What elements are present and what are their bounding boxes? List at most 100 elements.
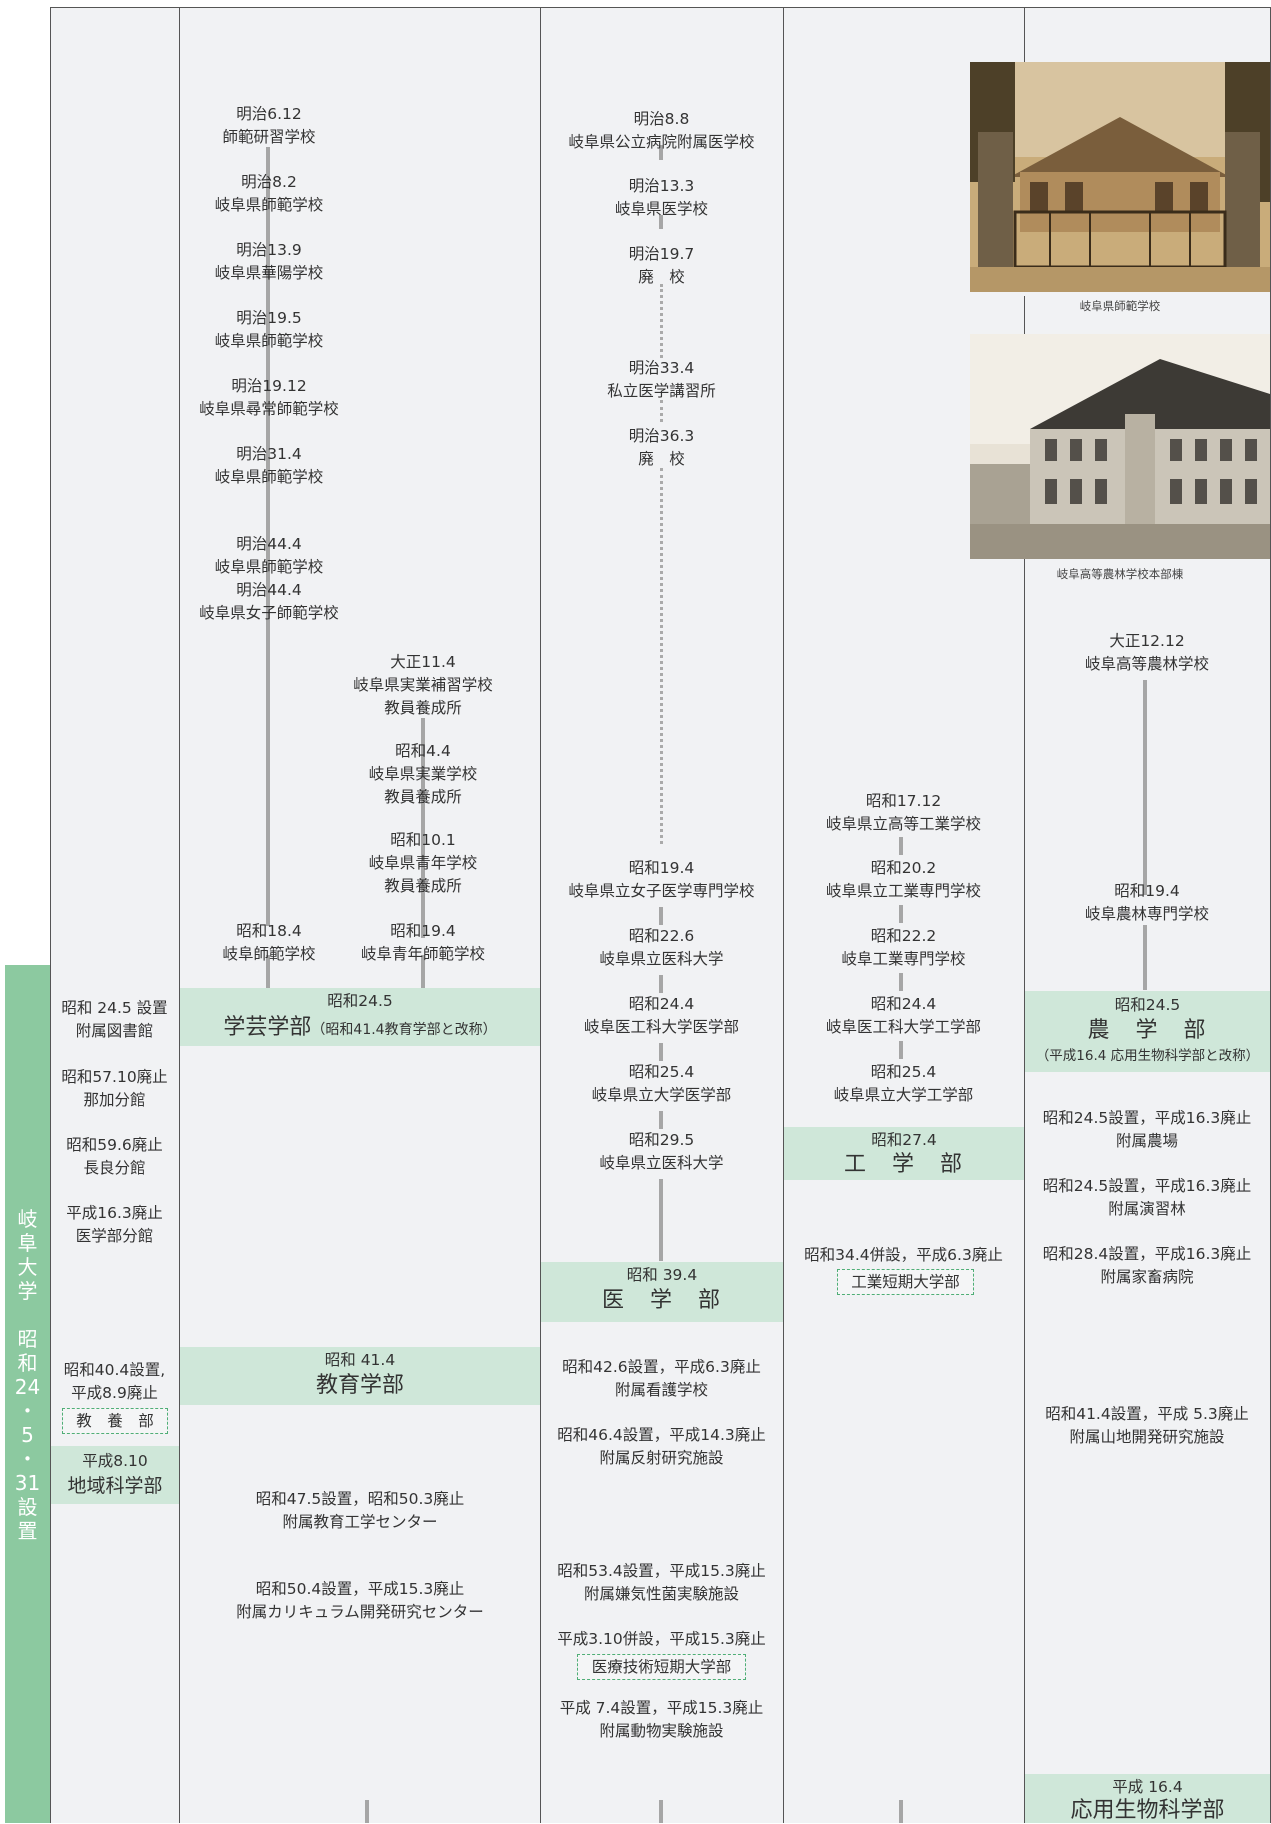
timeline-connector — [421, 955, 425, 990]
timeline-connector — [659, 215, 663, 229]
edu-facility: 昭和50.4設置，平成15.3廃止附属カリキュラム開発研究センター — [236, 1580, 484, 1621]
med-tanki-box: 医療技術短期大学部 — [577, 1654, 746, 1680]
timeline-connector — [1143, 925, 1147, 990]
university-strip-char: 和 — [17, 1351, 38, 1375]
timeline-connector — [899, 1041, 903, 1059]
university-strip-char: 設 — [17, 1495, 38, 1519]
university-strip-char: 阜 — [17, 1231, 38, 1255]
kogaku-band — [784, 1127, 1024, 1180]
library-item: 昭和57.10廃止那加分館 — [61, 1068, 168, 1109]
chiiki-name: 地域科学部 — [67, 1475, 163, 1497]
agr-facility: 昭和24.5設置，平成16.3廃止附属演習林 — [1042, 1177, 1252, 1218]
university-strip-char: 学 — [17, 1279, 38, 1303]
edu-facility: 昭和47.5設置，昭和50.3廃止附属教育工学センター — [255, 1490, 465, 1531]
university-strip-char: 置 — [17, 1519, 38, 1543]
agr-facility: 昭和24.5設置，平成16.3廃止附属農場 — [1042, 1109, 1252, 1150]
column-divider — [179, 7, 180, 1823]
timeline-dotted — [660, 284, 663, 358]
timeline-connector — [899, 905, 903, 923]
nogaku-name: 農 学 部 — [1087, 1018, 1208, 1043]
photo-caption: 岐阜高等農林学校本部棟 — [1056, 567, 1184, 581]
oyo-date: 平成 16.4 — [1112, 1778, 1183, 1796]
university-strip-char: 5 — [21, 1423, 34, 1447]
nogaku-band — [1025, 991, 1270, 1072]
kogaku-name: 工 学 部 — [843, 1152, 964, 1177]
med-facility: 昭和46.4設置，平成14.3廃止附属反射研究施設 — [557, 1426, 766, 1467]
university-strip-char: ・ — [17, 1399, 38, 1423]
med-facility: 平成 7.4設置，平成15.3廃止附属動物実験施設 — [559, 1699, 764, 1740]
med-facility: 昭和42.6設置，平成6.3廃止附属看護学校 — [562, 1358, 761, 1399]
column-divider — [783, 7, 784, 1823]
gakugei-band — [180, 988, 540, 1046]
university-strip-char: 大 — [17, 1255, 38, 1279]
university-strip-char: ・ — [17, 1447, 38, 1471]
kyoyo-dates: 昭和40.4設置,平成8.9廃止 — [63, 1361, 166, 1402]
kyoyo-box: 教 養 部 — [62, 1408, 168, 1434]
eng-tanki-box: 工業短期大学部 — [837, 1269, 974, 1295]
med-facility: 昭和53.4設置，平成15.3廃止附属嫌気性菌実験施設 — [557, 1562, 766, 1603]
timeline-dotted — [660, 468, 663, 844]
timeline-connector — [365, 1800, 369, 1823]
nogaku-note: （平成16.4 応用生物科学部と改称） — [1035, 1048, 1260, 1064]
agr-facility: 昭和28.4設置，平成16.3廃止附属家畜病院 — [1042, 1245, 1252, 1286]
kyoiku-band — [180, 1347, 540, 1405]
university-strip — [5, 965, 50, 1823]
agr-facility: 昭和41.4設置，平成 5.3廃止附属山地開発研究施設 — [1045, 1405, 1249, 1446]
library-item: 平成16.3廃止医学部分館 — [66, 1204, 163, 1245]
timeline-connector — [899, 1800, 903, 1823]
gakugei-name: 学芸学部 — [223, 1015, 312, 1040]
timeline-connector — [266, 620, 270, 926]
timeline-connector — [659, 907, 663, 925]
timeline-connector — [659, 145, 663, 160]
kogaku-date: 昭和27.4 — [871, 1131, 937, 1149]
chiiki-date: 平成8.10 — [82, 1452, 148, 1470]
photo-caption: 岐阜県師範学校 — [1079, 299, 1161, 313]
timeline-connector — [899, 837, 903, 855]
kyoiku-date: 昭和 41.4 — [324, 1351, 396, 1369]
column-divider — [540, 7, 541, 1823]
column-divider — [1024, 7, 1025, 1823]
university-strip-char: 昭 — [17, 1327, 38, 1351]
timeline-connector — [421, 718, 425, 938]
timeline-dotted — [660, 400, 663, 422]
chiiki-band — [51, 1446, 179, 1504]
oyo-band — [1025, 1774, 1270, 1823]
timeline-connector — [266, 955, 270, 990]
timeline-connector — [1143, 680, 1147, 895]
top-border — [50, 7, 1271, 8]
gakugei-date: 昭和24.5 — [327, 992, 393, 1010]
timeline-connector — [659, 1179, 663, 1261]
library-item: 昭和59.6廃止長良分館 — [66, 1136, 163, 1177]
agri-school-photo — [970, 334, 1270, 559]
oyo-name: 応用生物科学部 — [1070, 1798, 1225, 1823]
gakugei-note: （昭和41.4教育学部と改称） — [311, 1022, 497, 1038]
igaku-band — [541, 1262, 783, 1322]
university-strip-char: 24 — [14, 1375, 41, 1399]
eng-tanki-dates: 昭和34.4併設，平成6.3廃止 — [804, 1246, 1003, 1264]
timeline-connector — [659, 1111, 663, 1129]
column-divider — [50, 7, 51, 1823]
kyoiku-name: 教育学部 — [315, 1373, 404, 1398]
university-strip-char: 岐 — [17, 1207, 38, 1231]
timeline-connector — [659, 1800, 663, 1823]
